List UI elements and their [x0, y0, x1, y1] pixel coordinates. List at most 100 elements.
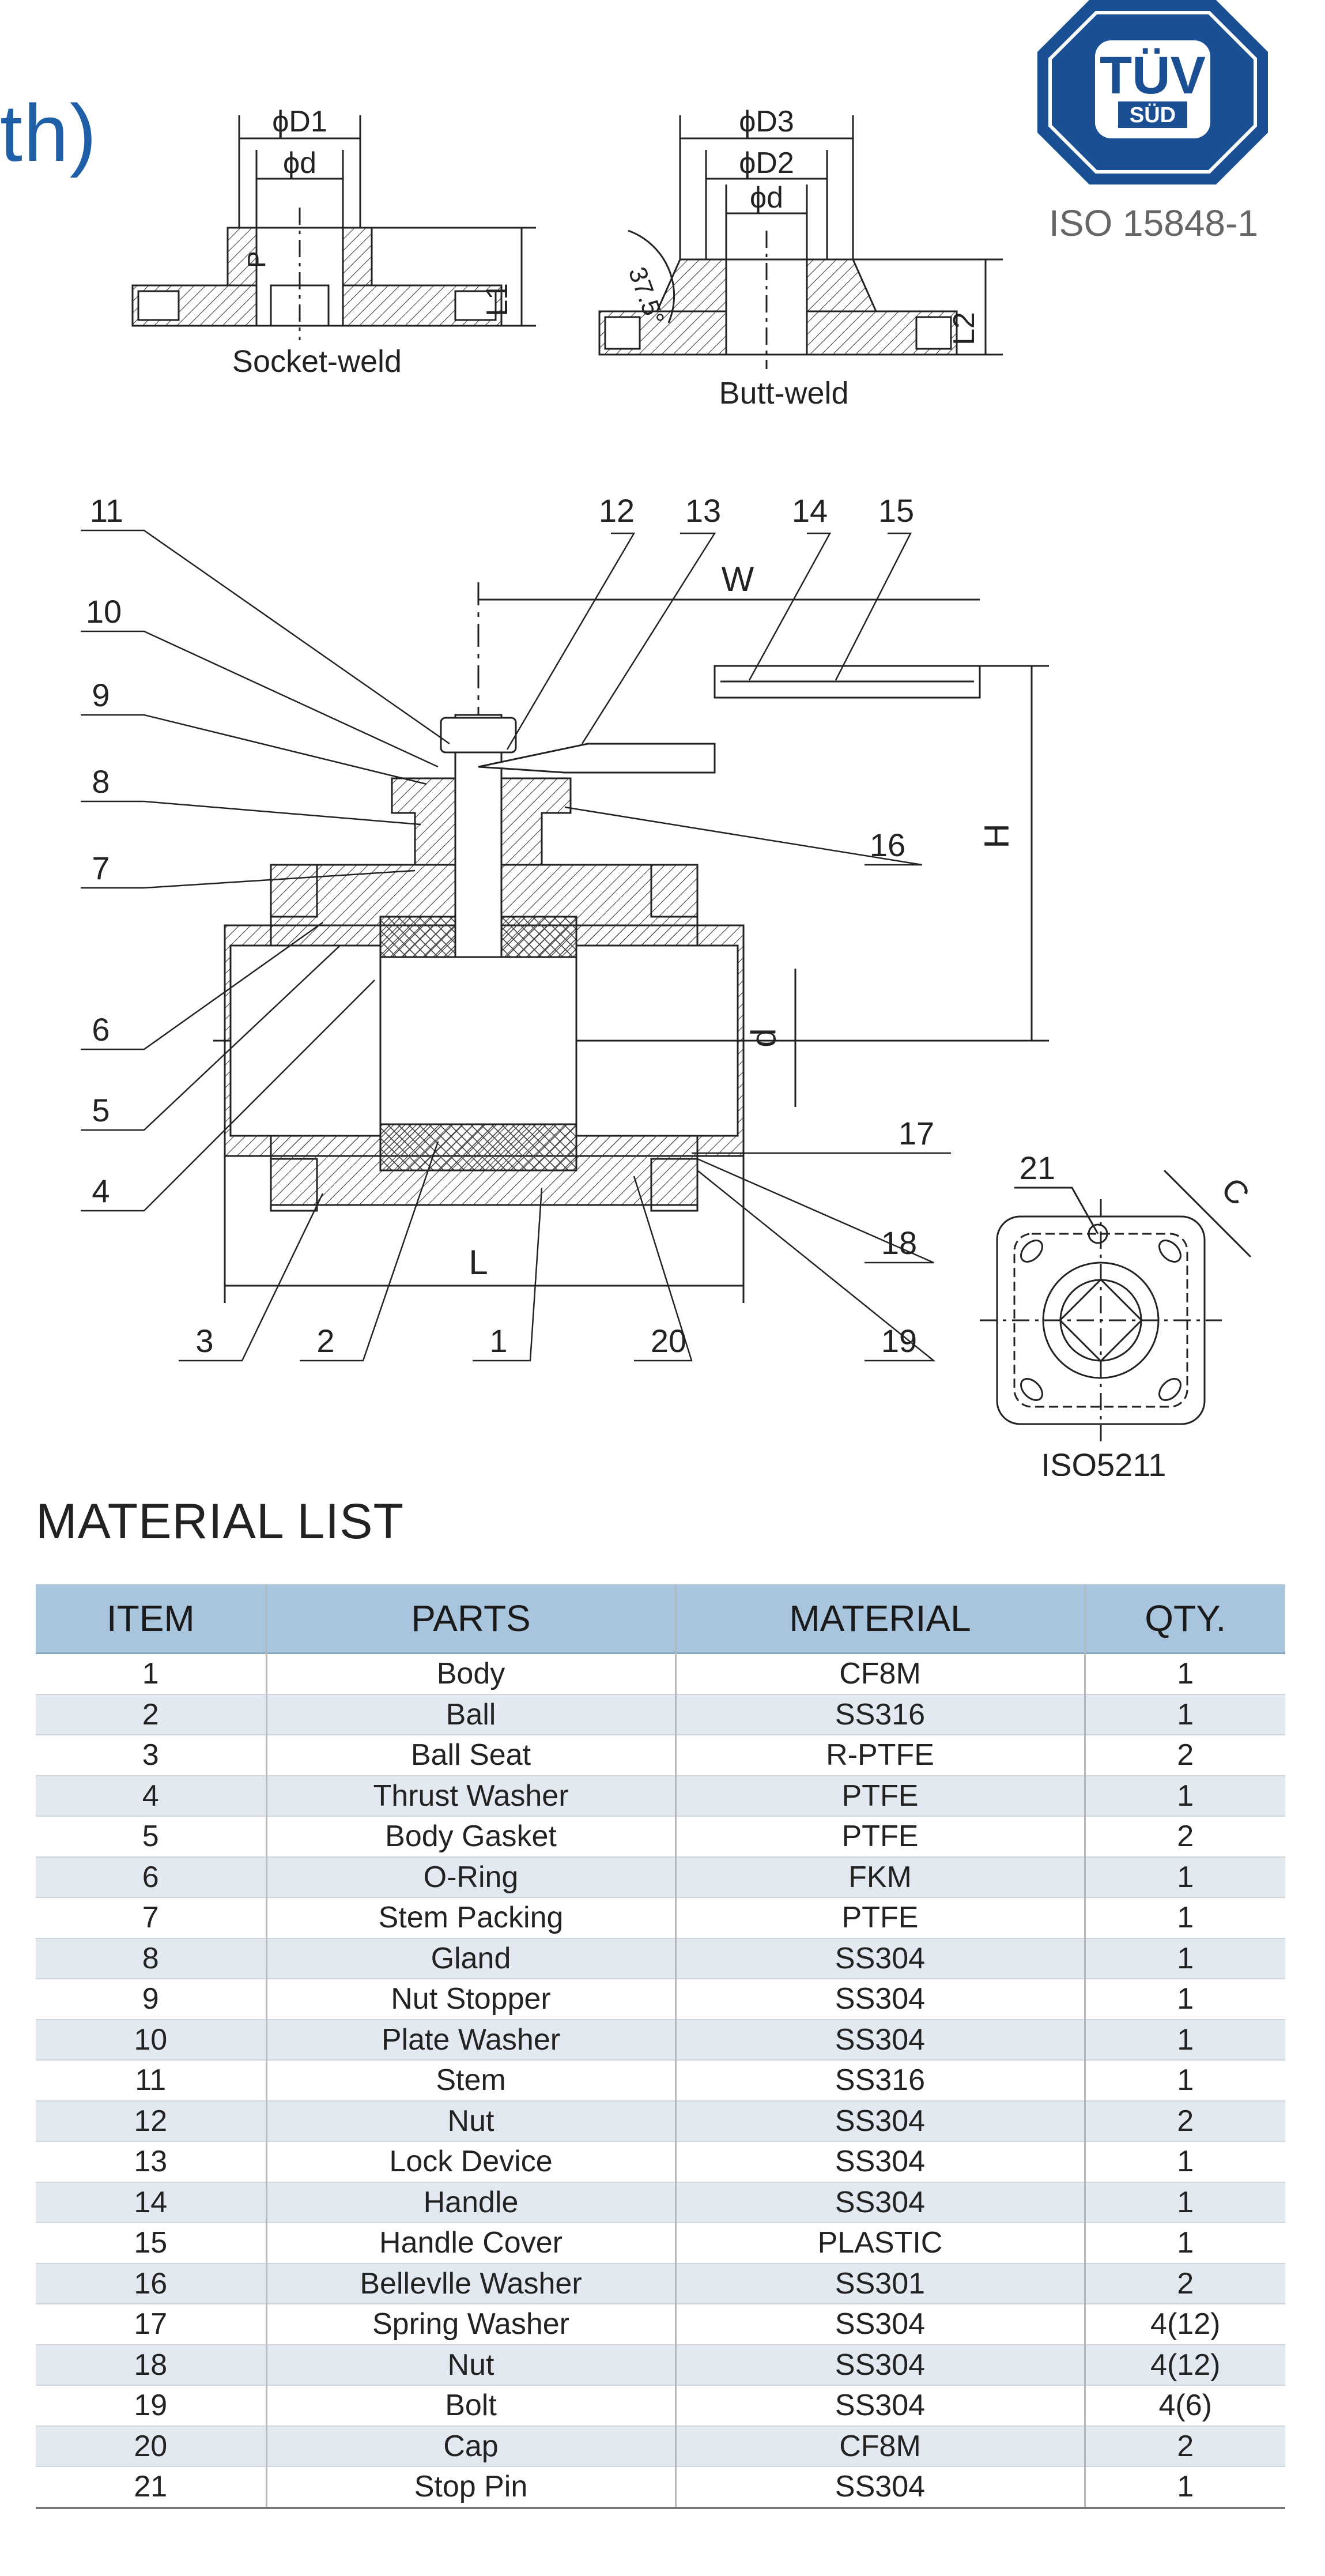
cell-part: Stem — [265, 2060, 675, 2101]
butt-weld-dims: ϕD3 ϕD2 ϕd 37.5° L2 Butt-weld — [623, 105, 981, 410]
header-item: ITEM — [36, 1584, 266, 1654]
callout-5: 5 — [92, 1092, 110, 1128]
cell-material: SS304 — [674, 2344, 1085, 2385]
cell-material: SS316 — [674, 1694, 1085, 1735]
cell-item: 8 — [36, 1938, 266, 1979]
technical-drawing: ϕD1 ϕd P L1 Socket-weld ϕD3 ϕD2 ϕd 37.5°… — [81, 105, 1256, 1476]
cell-material: SS304 — [674, 1979, 1085, 2020]
cell-item: 2 — [36, 1694, 266, 1735]
callout-11: 11 — [90, 492, 123, 529]
iso5211-top-view — [980, 1169, 1252, 1441]
callout-12: 12 — [599, 492, 635, 529]
callout-20: 20 — [651, 1323, 686, 1359]
cell-part: Body — [265, 1653, 675, 1694]
cell-material: PTFE — [674, 1816, 1085, 1857]
cell-item: 5 — [142, 1820, 159, 1854]
dim-d1: ϕD1 — [272, 105, 327, 138]
cell-part: Bellevlle Washer — [265, 2263, 675, 2304]
cell-qty: 2 — [1084, 2100, 1285, 2141]
dim-l2: L2 — [947, 312, 981, 345]
cell-qty: 1 — [1084, 1694, 1285, 1735]
cell-qty: 1 — [1084, 2223, 1285, 2264]
cell-material: SS304 — [674, 2304, 1085, 2345]
callout-18: 18 — [881, 1225, 917, 1261]
cell-qty: 1 — [1084, 2019, 1285, 2060]
cell-item: 12 — [36, 2100, 266, 2141]
cell-part: Stem Packing — [265, 1897, 675, 1938]
cell-qty: 1 — [1084, 1979, 1285, 2020]
tuv-logo-bottom-text: SÜD — [1130, 103, 1176, 127]
callout-7: 7 — [92, 850, 110, 886]
callout-3: 3 — [195, 1323, 213, 1359]
cell-qty: 1 — [1084, 2141, 1285, 2182]
material-list-title: MATERIAL LIST — [36, 1494, 405, 1549]
butt-weld-label: Butt-weld — [719, 376, 848, 410]
cell-part: Ball Seat — [265, 1735, 675, 1776]
cell-part: O-Ring — [265, 1856, 675, 1897]
cell-material: SS316 — [674, 2060, 1085, 2101]
tuv-logo-top-text: TÜV — [1100, 46, 1206, 105]
cell-part: Nut — [265, 2344, 675, 2385]
tuv-sud-logo: TÜV SÜD — [1037, 0, 1268, 184]
cell-qty: 1 — [1084, 1856, 1285, 1897]
cell-qty: 2 — [1084, 2263, 1285, 2304]
cell-material: SS304 — [674, 2385, 1085, 2426]
cell-material: SS304 — [674, 2466, 1085, 2508]
callout-1: 1 — [489, 1323, 507, 1359]
cell-qty: 1 — [1084, 1938, 1285, 1979]
cell-qty: 1 — [1084, 1775, 1285, 1816]
cell-material: SS304 — [674, 1938, 1085, 1979]
callout-16: 16 — [870, 827, 905, 863]
cell-qty: 4(6) — [1084, 2385, 1285, 2426]
callout-13: 13 — [685, 492, 721, 529]
cell-material: CF8M — [674, 1653, 1085, 1694]
dim-h: H — [977, 823, 1016, 848]
cell-item: 3 — [142, 1738, 159, 1772]
dim-d-socket: ϕd — [283, 146, 316, 180]
cell-material: PLASTIC — [674, 2223, 1085, 2264]
cell-qty: 2 — [1084, 2426, 1285, 2466]
cell-material: SS301 — [674, 2263, 1085, 2304]
socket-weld-dims: ϕD1 ϕd P L1 Socket-weld — [232, 105, 514, 379]
callout-10: 10 — [86, 593, 122, 630]
callout-4: 4 — [92, 1173, 110, 1209]
callout-14: 14 — [792, 492, 828, 529]
cell-item: 11 — [135, 2063, 167, 2097]
cell-item: 9 — [142, 1982, 159, 2016]
header-material: MATERIAL — [674, 1584, 1085, 1654]
dim-l: L — [469, 1243, 488, 1282]
cell-qty: 4(12) — [1084, 2344, 1285, 2385]
cell-part: Ball — [265, 1694, 675, 1735]
callout-9: 9 — [92, 677, 110, 713]
cell-material: R-PTFE — [674, 1735, 1085, 1776]
cell-material: PTFE — [674, 1897, 1085, 1938]
header-qty: QTY. — [1084, 1584, 1285, 1654]
callout-leaders — [81, 529, 951, 1362]
cell-qty: 1 — [1084, 1897, 1285, 1938]
callout-8: 8 — [92, 763, 110, 800]
cell-qty: 1 — [1084, 2182, 1285, 2223]
callout-15: 15 — [878, 492, 914, 529]
cell-part: Handle Cover — [265, 2223, 675, 2264]
cell-part: Bolt — [265, 2385, 675, 2426]
dim-d-butt: ϕd — [750, 181, 783, 214]
cell-item: 16 — [36, 2263, 266, 2304]
cell-item: 21 — [134, 2470, 168, 2504]
header-parts: PARTS — [265, 1584, 675, 1654]
cell-item: 15 — [134, 2226, 168, 2260]
cell-item: 14 — [36, 2182, 266, 2223]
cell-part: Body Gasket — [265, 1816, 675, 1857]
